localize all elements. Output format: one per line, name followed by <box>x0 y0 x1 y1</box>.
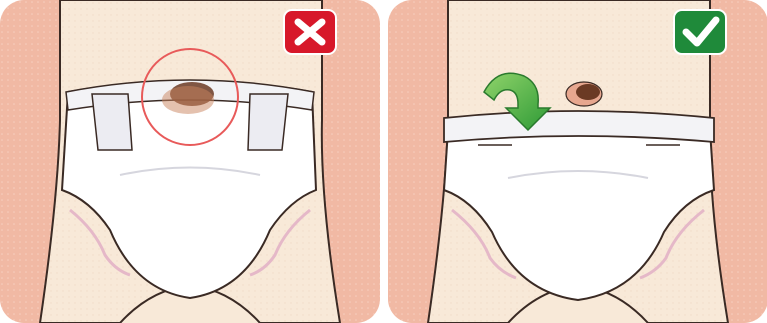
umbilical-stump <box>576 84 600 100</box>
correct-diaper-illustration <box>388 0 767 323</box>
diaper-tab-left <box>92 94 132 150</box>
correct-example-panel <box>388 0 767 323</box>
diaper-tab-right <box>248 94 288 150</box>
incorrect-diaper-illustration <box>0 0 380 323</box>
incorrect-example-panel <box>0 0 380 323</box>
correct-badge <box>674 10 726 54</box>
incorrect-badge <box>284 10 336 54</box>
umbilical-irritation <box>162 86 214 114</box>
